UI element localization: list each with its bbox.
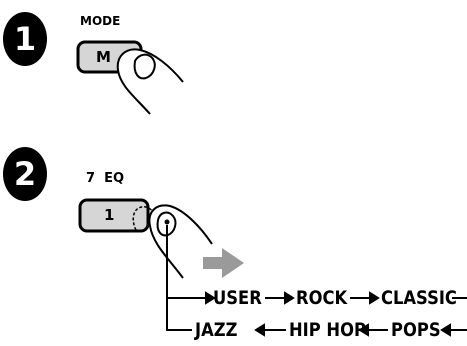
finger-2-icon — [149, 205, 212, 278]
mode-caption: MODE — [80, 15, 120, 27]
preset-button-label: 1 — [104, 208, 114, 223]
connector-lower — [167, 298, 192, 330]
mode-pops: POPS — [391, 321, 441, 340]
step-1-number: 1 — [6, 17, 44, 61]
mode-classic: CLASSIC — [381, 289, 457, 308]
finger-1-icon — [118, 49, 183, 114]
mode-button-label: M — [96, 50, 111, 65]
mode-jazz: JAZZ — [195, 321, 237, 340]
mode-user: USER — [213, 289, 262, 308]
mode-rock: ROCK — [296, 289, 347, 308]
mode-hip-hop: HIP HOP — [289, 321, 366, 340]
step-2-number: 2 — [6, 152, 44, 196]
press-arrow — [203, 248, 244, 278]
eq-caption: 7 EQ — [86, 172, 124, 185]
